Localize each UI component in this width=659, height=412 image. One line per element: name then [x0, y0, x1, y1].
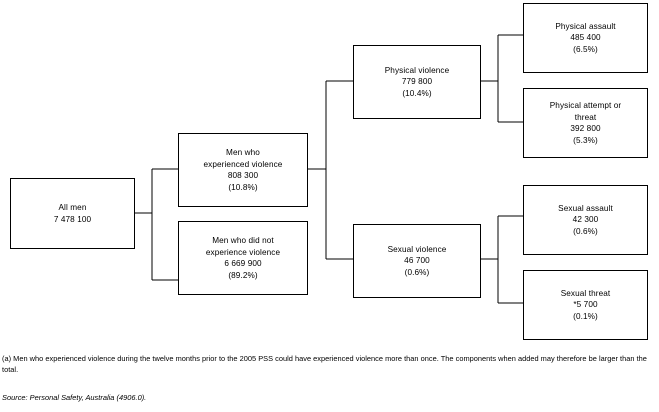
node-line: Sexual threat: [560, 288, 611, 298]
node-line: (0.1%): [573, 311, 598, 321]
node-line: experience violence: [205, 247, 281, 257]
node-line: (6.5%): [573, 44, 598, 54]
node-line: *5 700: [573, 300, 598, 310]
node-line: 392 800: [570, 124, 601, 133]
node-line: Sexual assault: [558, 203, 613, 213]
node-all-men[interactable]: All men 7 478 100: [10, 178, 135, 249]
node-line: All men: [58, 203, 87, 212]
node-sexual-assault[interactable]: Sexual assault 42 300 (0.6%): [523, 185, 648, 255]
node-line: Men who did not: [212, 236, 274, 245]
node-line: Sexual violence: [387, 244, 447, 254]
node-line: Physical assault: [555, 21, 616, 31]
node-line: 7 478 100: [53, 214, 92, 224]
node-line: 808 300: [227, 171, 259, 180]
node-line: (5.3%): [573, 135, 598, 145]
node-physical-assault[interactable]: Physical assault 485 400 (6.5%): [523, 3, 648, 73]
node-men-experienced-violence[interactable]: Men who experienced violence 808 300 (10…: [178, 133, 308, 207]
node-line: 6 669 900: [224, 259, 262, 268]
node-sexual-threat[interactable]: Sexual threat *5 700 (0.1%): [523, 270, 648, 340]
node-line: 46 700: [404, 256, 430, 266]
node-line: (89.2%): [228, 270, 258, 280]
node-line: Men who: [226, 148, 260, 157]
node-line: 42 300: [572, 215, 599, 225]
footnote-text: (a) Men who experienced violence during …: [2, 354, 647, 375]
node-line: (10.8%): [228, 182, 258, 192]
node-sexual-violence[interactable]: Sexual violence 46 700 (0.6%): [353, 224, 481, 298]
node-line: (0.6%): [404, 267, 430, 277]
node-physical-violence[interactable]: Physical violence 779 800 (10.4%): [353, 45, 481, 119]
node-line: threat: [574, 112, 597, 122]
node-line: (10.4%): [402, 88, 432, 98]
node-line: experienced violence: [203, 159, 283, 169]
node-line: Physical violence: [384, 65, 450, 75]
connector-lines: [135, 34, 523, 304]
node-physical-attempt-or-threat[interactable]: Physical attempt or threat 392 800 (5.3%…: [523, 88, 648, 158]
node-line: Physical attempt or: [549, 101, 622, 110]
node-line: 779 800: [401, 77, 433, 87]
flowchart-diagram: All men 7 478 100 Men who experienced vi…: [10, 3, 648, 340]
node-line: 485 400: [570, 33, 601, 43]
node-men-not-experienced-violence[interactable]: Men who did not experience violence 6 66…: [178, 221, 308, 295]
source-text: Source: Personal Safety, Australia (4906…: [2, 393, 147, 402]
node-line: (0.6%): [573, 226, 598, 236]
